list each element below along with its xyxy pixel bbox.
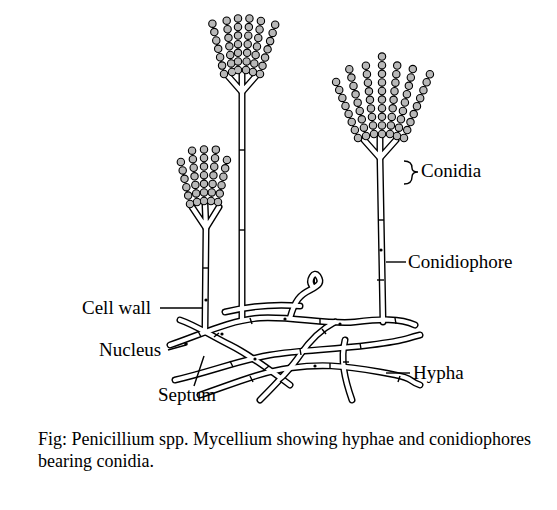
conidia-fill — [180, 10, 430, 204]
part-label: Hypha — [413, 362, 464, 384]
part-label: Conidiophore — [408, 251, 513, 273]
part-label: Conidia — [421, 160, 481, 182]
conidia-outline — [180, 10, 430, 204]
part-label: Nucleus — [99, 339, 161, 361]
septa — [198, 150, 400, 382]
figure-caption: Fig: Penicillium spp. Mycellium showing … — [38, 428, 538, 472]
part-label: Cell wall — [82, 297, 151, 319]
part-label: Septum — [158, 384, 216, 406]
leader-lines — [160, 161, 418, 386]
nuclei — [184, 248, 382, 367]
